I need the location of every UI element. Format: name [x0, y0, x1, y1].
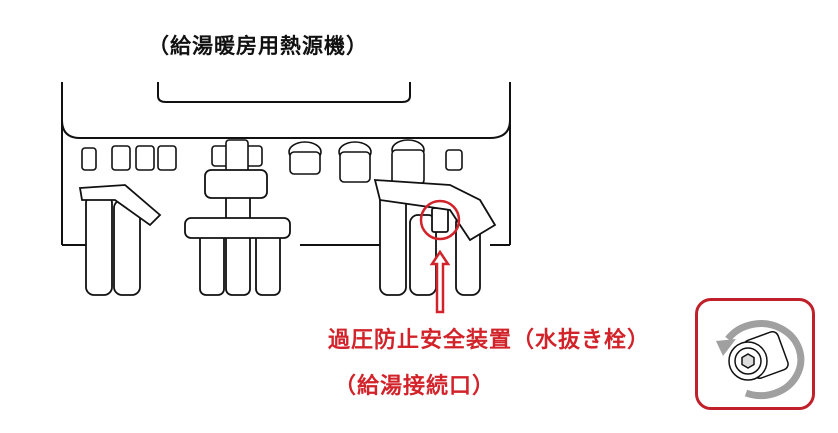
diagram-title: （給湯暖房用熱源機）: [148, 34, 368, 58]
drain-plug-closeup: [695, 298, 815, 410]
callout-label: 過圧防止安全装置（水抜き栓）: [328, 328, 651, 353]
rotate-counterclockwise-icon: [716, 320, 805, 400]
callout-sublabel: （給湯接続口）: [334, 374, 496, 399]
highlight-circle: [419, 199, 461, 241]
pointer-arrow: [429, 249, 451, 314]
